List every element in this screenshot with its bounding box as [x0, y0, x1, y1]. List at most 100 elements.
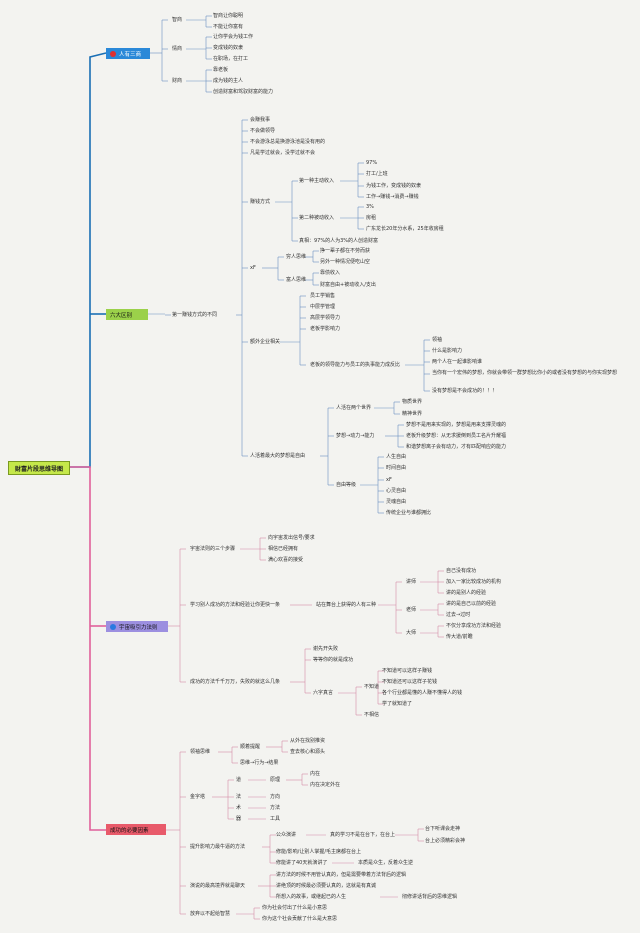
- node[interactable]: 精神世界: [402, 411, 423, 417]
- node[interactable]: 加入一家比较成功的机构: [446, 579, 502, 585]
- node[interactable]: 内在决定外在: [310, 782, 341, 788]
- branch-box-2[interactable]: 六大区别: [106, 309, 148, 320]
- node[interactable]: 智商: [172, 17, 183, 23]
- node[interactable]: 和谐梦想离子会有动力，才有匹配响应的能力: [406, 444, 507, 450]
- node[interactable]: 本质是众生，反着众生逆: [358, 860, 414, 866]
- node[interactable]: 法: [236, 794, 242, 800]
- node[interactable]: 不仅分享成功方法和经验: [446, 623, 502, 629]
- node[interactable]: 宇宙法则的三个步骤: [190, 546, 236, 552]
- node[interactable]: 靠老板: [213, 67, 229, 73]
- node[interactable]: 从外在找别推资: [290, 738, 326, 744]
- node[interactable]: 大师: [406, 630, 417, 636]
- node[interactable]: 站在舞台上获得的人有三种: [316, 602, 377, 608]
- node[interactable]: 会赚我事: [250, 117, 271, 123]
- node[interactable]: 不会做领导: [250, 128, 276, 134]
- node[interactable]: 所想入的故事，或继起已的人生: [276, 894, 347, 900]
- node[interactable]: 讲方法的时候不用管认真的，但是需要带着方法背后的逻辑: [276, 872, 407, 878]
- node[interactable]: 自由等级: [336, 482, 357, 488]
- node[interactable]: 台下听课会走神: [425, 826, 461, 832]
- node[interactable]: 物质世界: [402, 399, 423, 405]
- node[interactable]: 彻修讲话背后的思维逻辑: [402, 894, 458, 900]
- node[interactable]: 另外一种情况便吃山空: [320, 259, 371, 265]
- node[interactable]: 各个行业都是懂的人赚不懂得人的钱: [382, 690, 463, 696]
- node[interactable]: 当你有一个宏伟的梦想，你就会带领一群梦想比你小的或者没有梦想的与你实现梦想: [432, 370, 618, 376]
- node[interactable]: 挣一辈子都在不劳而获: [320, 248, 371, 254]
- node[interactable]: 工作→赚钱→消费→赚钱: [366, 194, 419, 200]
- node[interactable]: 变成钱的奴隶: [213, 45, 244, 51]
- node[interactable]: 真的学习不是在台下，在台上: [330, 832, 396, 838]
- node[interactable]: 不知道可以这样子赚钱: [382, 668, 433, 674]
- node[interactable]: 成为钱的主人: [213, 78, 244, 84]
- node[interactable]: 领袖: [432, 337, 443, 343]
- node[interactable]: 第一赚钱方式的不同: [172, 312, 218, 318]
- node[interactable]: 财富自由+被动收入/支出: [320, 282, 376, 288]
- node[interactable]: 修能/影响/让别人掌握/毛主席都在台上: [276, 849, 362, 855]
- node[interactable]: 高层学领导力: [310, 315, 341, 321]
- node[interactable]: 什么是影响力: [432, 348, 463, 354]
- node[interactable]: 打工/上班: [366, 171, 388, 177]
- node[interactable]: 让你学会为钱工作: [213, 34, 254, 40]
- node[interactable]: 讲的是自己以前的经验: [446, 601, 497, 607]
- node[interactable]: 不能让你富有: [213, 24, 244, 30]
- node[interactable]: 智商让你聪明: [213, 13, 244, 19]
- node[interactable]: 中层学管理: [310, 304, 336, 310]
- node[interactable]: 满心欢喜的接受: [268, 557, 304, 563]
- node[interactable]: 自己没有成功: [446, 568, 477, 574]
- node[interactable]: 第一种主动收入: [299, 178, 335, 184]
- node[interactable]: 员工学销售: [310, 293, 336, 299]
- node[interactable]: 财商: [172, 78, 183, 84]
- node[interactable]: xF: [386, 477, 392, 483]
- node[interactable]: 工具: [270, 816, 281, 822]
- node[interactable]: 术: [236, 805, 242, 811]
- node[interactable]: 讲师: [406, 579, 417, 585]
- node[interactable]: 梦想不是用来实现的，梦想是用来支撑灵魂的: [406, 422, 507, 428]
- node[interactable]: 真相：97%的人为3%的人创造财富: [299, 238, 379, 244]
- node[interactable]: 领袖思维: [190, 749, 211, 755]
- node[interactable]: 老板学影响力: [310, 326, 341, 332]
- node[interactable]: 第二种被动收入: [299, 215, 335, 221]
- node[interactable]: 金字塔: [190, 794, 206, 800]
- node[interactable]: 时间自由: [386, 465, 407, 471]
- node[interactable]: 学习别人成功的方法和经验让你更快一条: [190, 602, 281, 608]
- node[interactable]: 查去核心和源头: [290, 749, 326, 755]
- branch-box-1[interactable]: 人有三商: [106, 48, 150, 59]
- node[interactable]: 顺着提醒: [240, 744, 261, 750]
- node[interactable]: 演说的最高境界就是聊天: [190, 883, 246, 889]
- node[interactable]: 97%: [366, 160, 378, 166]
- node[interactable]: 赚钱方式: [250, 199, 271, 205]
- node[interactable]: 谢先开失败: [313, 646, 339, 652]
- node[interactable]: 梦想→动力→能力: [336, 433, 375, 439]
- node[interactable]: 讲绝顶的时候最必须要认真的，这就是有真诚: [276, 883, 377, 889]
- node[interactable]: 原理: [270, 777, 281, 783]
- node[interactable]: 不知道: [364, 684, 380, 690]
- node[interactable]: 相信已经拥有: [268, 546, 299, 552]
- node[interactable]: 老板的领导能力与员工的执事能力成反比: [310, 362, 401, 368]
- node[interactable]: 老板升级梦想：从无求援倒到员工名片升耀福: [406, 433, 507, 439]
- node[interactable]: 修能讲了40天就演讲了: [276, 860, 328, 866]
- node[interactable]: 你为社会付出了什么是小意思: [262, 905, 328, 911]
- node[interactable]: 不相信: [364, 712, 380, 718]
- node[interactable]: 思维→行为→结果: [240, 760, 279, 766]
- node[interactable]: 器: [236, 816, 242, 822]
- node[interactable]: 向宇宙发出信号/要求: [268, 535, 315, 541]
- node[interactable]: 传统企业与谁都拥比: [386, 510, 432, 516]
- node[interactable]: xF: [250, 265, 256, 271]
- node[interactable]: 创造财富和驾驭财富的能力: [213, 89, 274, 95]
- node[interactable]: 情商: [172, 46, 183, 52]
- node[interactable]: 人活在两个世界: [336, 405, 372, 411]
- node[interactable]: 穷人思维: [286, 254, 307, 260]
- node[interactable]: 成功的方法千千万万，失败的就这么几条: [190, 679, 281, 685]
- branch-box-3[interactable]: 宇宙吸引力法则: [106, 621, 168, 632]
- node[interactable]: 内在: [310, 771, 321, 777]
- node[interactable]: 靠债收入: [320, 270, 341, 276]
- node[interactable]: 人活着最大的梦想是自由: [250, 453, 306, 459]
- node[interactable]: 人生自由: [386, 454, 407, 460]
- node[interactable]: 3%: [366, 204, 374, 210]
- node[interactable]: 你为这个社会贡献了什么是大意思: [262, 916, 338, 922]
- node[interactable]: 方向: [270, 794, 281, 800]
- node[interactable]: 方法: [270, 805, 281, 811]
- node[interactable]: 公众演讲: [276, 832, 297, 838]
- node[interactable]: 传大道/前瞻: [446, 634, 473, 640]
- node[interactable]: 心灵自由: [386, 488, 407, 494]
- node[interactable]: 讲的是别人的经验: [446, 590, 487, 596]
